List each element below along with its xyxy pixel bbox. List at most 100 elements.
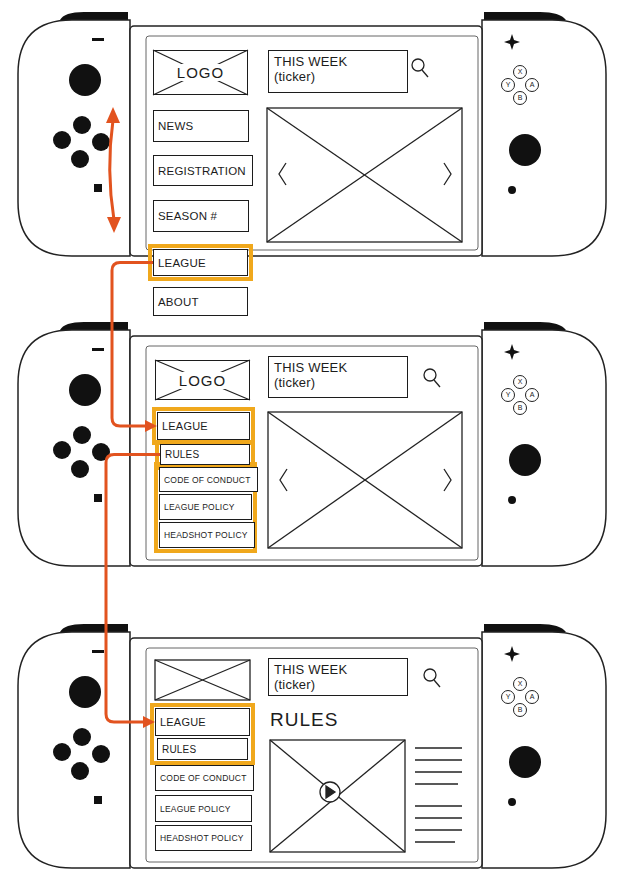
- logo-cross: [155, 360, 250, 400]
- scroll-arrow-head: [106, 107, 120, 123]
- button-letter: X: [515, 377, 525, 387]
- scroll-arrow: [106, 107, 121, 233]
- button-letter: B: [515, 93, 525, 103]
- button-letter: A: [527, 80, 537, 90]
- video-cross: [270, 740, 405, 852]
- connector-line: [106, 455, 160, 723]
- menu-button: REGISTRATION: [153, 155, 253, 186]
- button-letter: X: [515, 679, 525, 689]
- node-text: HEADSHOT POLICY: [164, 530, 248, 540]
- node-text: LEAGUE: [162, 420, 208, 432]
- ticker-box: THIS WEEK (ticker): [268, 50, 408, 93]
- node-text: HEADSHOT POLICY: [160, 833, 244, 843]
- ticker-box: THIS WEEK (ticker): [268, 356, 408, 398]
- node-text: THIS WEEK (ticker): [274, 663, 354, 693]
- scroll-arrow-head: [107, 217, 121, 233]
- button-letter: B: [515, 705, 525, 715]
- menu-button: RULES: [160, 444, 250, 465]
- search-icon: [424, 669, 436, 681]
- connector-line: [112, 263, 153, 427]
- node-text: LEAGUE POLICY: [164, 502, 235, 512]
- node-text: LEAGUE: [160, 716, 206, 728]
- highlight-box: [156, 464, 255, 551]
- button-letter: A: [527, 390, 537, 400]
- button-letter: Y: [503, 80, 513, 90]
- console-screen-one: [18, 12, 606, 256]
- highlight-box: [152, 705, 253, 763]
- menu-button: LEAGUE POLICY: [155, 795, 252, 822]
- image-cross: [267, 108, 462, 242]
- button-letter: B: [515, 403, 525, 413]
- carousel-chevron: [280, 469, 287, 491]
- text-line: [415, 817, 462, 818]
- node-text: ABOUT: [158, 296, 199, 308]
- menu-button: RULES: [157, 738, 248, 760]
- play-triangle: [326, 786, 335, 798]
- page-heading: RULES: [270, 709, 338, 731]
- menu-button: SEASON #: [153, 200, 249, 232]
- logo-box: [155, 660, 250, 700]
- menu-button: CODE OF CONDUCT: [155, 765, 254, 791]
- image-carousel: [267, 108, 462, 242]
- menu-button: CODE OF CONDUCT: [159, 467, 258, 492]
- button-letter: A: [527, 692, 537, 702]
- logo-cross: [155, 660, 250, 700]
- search-icon: [412, 59, 424, 71]
- image-cross: [267, 108, 462, 242]
- logo-cross: [153, 50, 248, 95]
- node-text: LEAGUE: [158, 257, 206, 269]
- node-text: RULES: [162, 744, 196, 755]
- image-cross: [268, 412, 462, 548]
- text-line: [415, 829, 462, 830]
- node-text: REGISTRATION: [158, 165, 246, 177]
- node-text: CODE OF CONDUCT: [160, 773, 247, 783]
- image-cross: [268, 412, 462, 548]
- text-line: [415, 759, 462, 760]
- node-text: CODE OF CONDUCT: [164, 475, 251, 485]
- placeholders: [153, 50, 462, 852]
- search-icon: [434, 680, 440, 687]
- button-letter: Y: [503, 390, 513, 400]
- logo-box: LOGO: [153, 50, 248, 95]
- carousel-chevron: [444, 469, 451, 491]
- node-text: RULES: [165, 449, 199, 460]
- highlight-box: [157, 442, 253, 468]
- arrow-head: [143, 716, 155, 728]
- logo-cross: [155, 360, 250, 400]
- text-line: [415, 805, 462, 806]
- highlight-box: [150, 246, 251, 279]
- text-line: [415, 841, 455, 842]
- carousel-chevron: [444, 163, 451, 185]
- node-text: LOGO: [177, 372, 228, 389]
- menu-button: LEAGUE POLICY: [159, 494, 252, 520]
- video-placeholder: [270, 740, 405, 852]
- button-letter: Y: [503, 692, 513, 702]
- carousel-chevron: [279, 163, 286, 185]
- node-text: THIS WEEK (ticker): [274, 361, 354, 391]
- menu-button: ABOUT: [153, 287, 248, 316]
- menu-button: HEADSHOT POLICY: [159, 522, 255, 548]
- menu-button: HEADSHOT POLICY: [155, 825, 252, 851]
- text-line: [415, 783, 458, 784]
- play-button: [320, 782, 340, 802]
- node-text: THIS WEEK (ticker): [274, 55, 354, 85]
- button-letter: X: [515, 67, 525, 77]
- menu-button: NEWS: [153, 110, 249, 142]
- node-text: LOGO: [175, 64, 226, 81]
- node-text: LEAGUE POLICY: [160, 804, 231, 814]
- search-icon: [422, 70, 428, 77]
- logo-cross: [153, 50, 248, 95]
- video-cross: [270, 740, 405, 852]
- text-line: [415, 747, 462, 748]
- flow-connector: [112, 263, 157, 433]
- menu-button: LEAGUE: [157, 412, 250, 440]
- flow-connector: [106, 455, 160, 729]
- node-text: NEWS: [158, 120, 193, 132]
- highlight-boxes: [150, 246, 255, 763]
- logo-box: LOGO: [155, 360, 250, 400]
- scroll-arrow-line: [110, 120, 114, 220]
